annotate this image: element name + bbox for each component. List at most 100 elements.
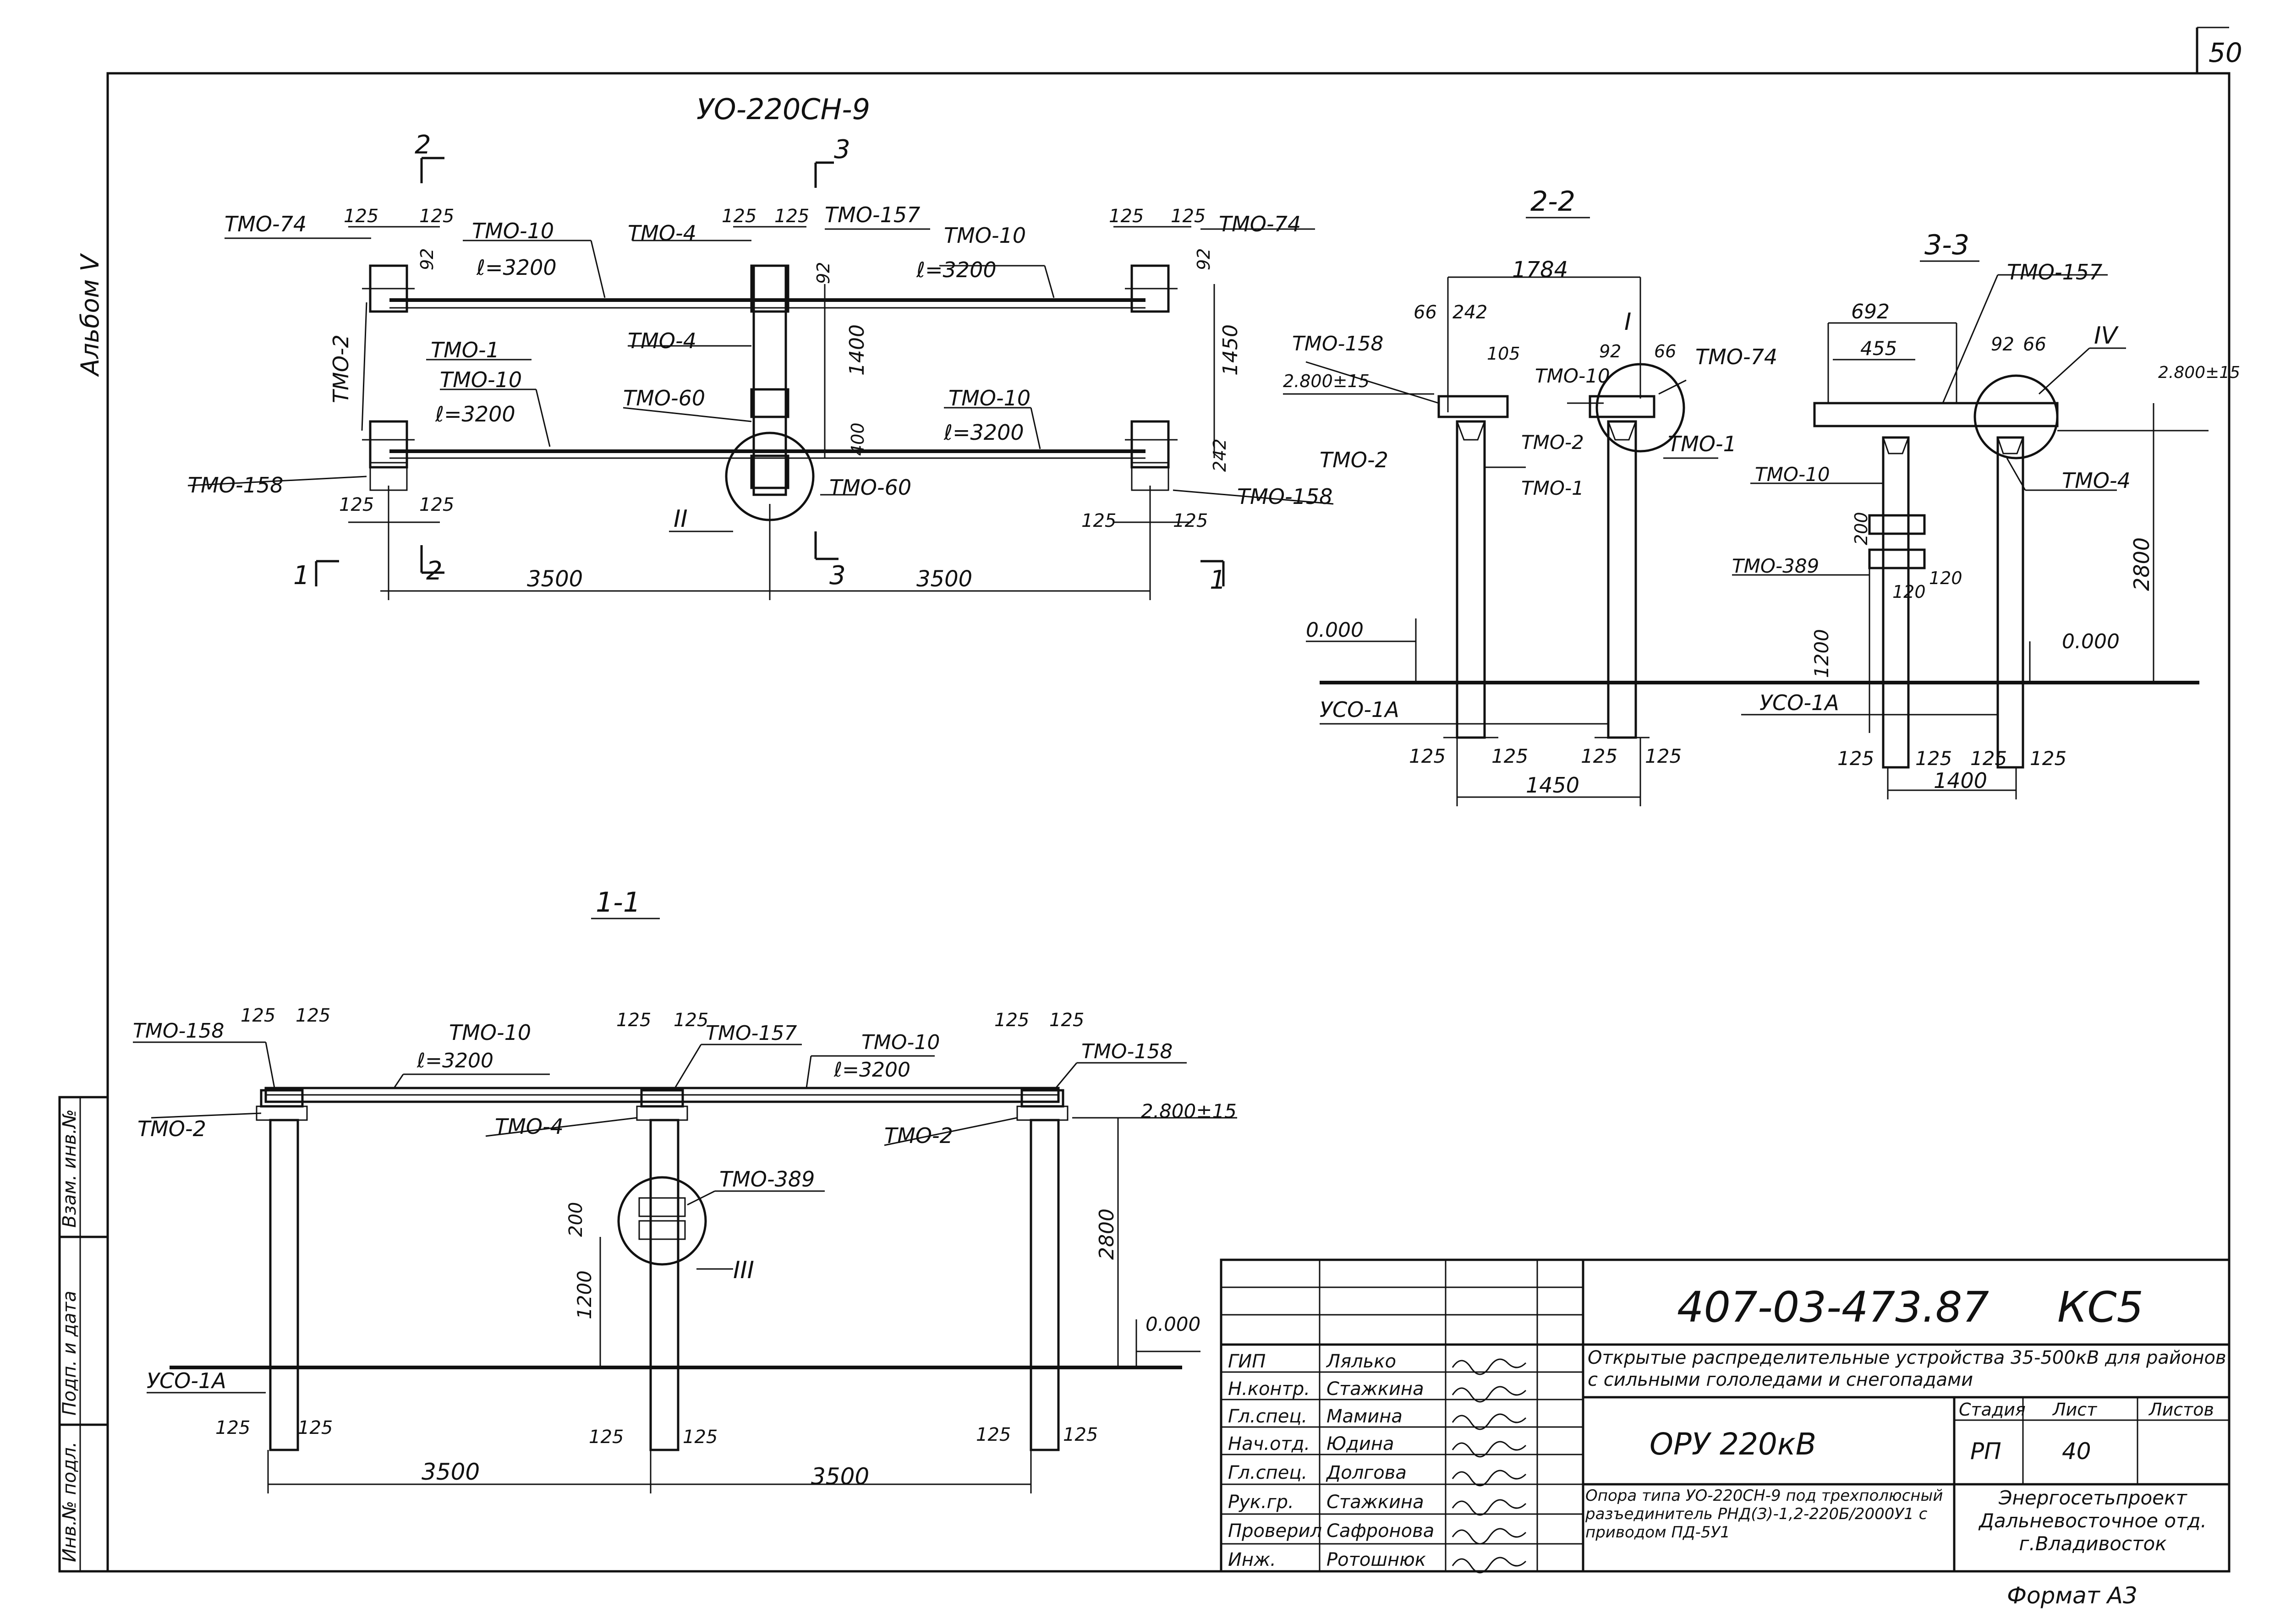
label: ТМО-157 xyxy=(706,1022,797,1045)
dim: 125 xyxy=(1970,747,2007,770)
section-2-2: 2-2 1784 66 242 105 92 66 xyxy=(1283,186,1777,806)
elevation: 2.800±15 xyxy=(1283,371,1370,391)
plan-length: ℓ=3200 xyxy=(435,402,515,427)
person: Стажкина xyxy=(1326,1378,1424,1400)
sheet-header: Лист xyxy=(2052,1400,2098,1420)
dim: 92 xyxy=(1599,341,1621,361)
dim: 200 xyxy=(565,1202,586,1237)
role: Инж. xyxy=(1228,1549,1276,1570)
plan-span: 3500 xyxy=(916,566,972,592)
plan-label: ТМО-10 xyxy=(944,223,1026,248)
dim: 125 xyxy=(976,1424,1011,1445)
dim: 105 xyxy=(1487,344,1520,364)
plan-label: ТМО-1 xyxy=(431,338,499,362)
role: Нач.отд. xyxy=(1228,1433,1310,1454)
dim: 1784 xyxy=(1512,257,1568,283)
plan-dim: 92 xyxy=(813,262,833,284)
label: ТМО-2 xyxy=(137,1116,206,1141)
dim: 120 xyxy=(1892,582,1926,602)
elevation: 0.000 xyxy=(1306,618,1364,642)
plan-dim: 125 xyxy=(1171,206,1206,227)
span: 3500 xyxy=(811,1463,869,1490)
sheet-frame: 50 Альбом V xyxy=(76,27,2242,1573)
node-mark: II xyxy=(674,505,688,533)
plan-dim: 1400 xyxy=(845,324,869,376)
plan-label: ТМО-74 xyxy=(225,212,307,236)
dim: 125 xyxy=(1645,745,1682,767)
side-stamp-sign: Подп. и дата xyxy=(59,1291,80,1416)
elevation: 0.000 xyxy=(1146,1313,1200,1335)
role: Проверил xyxy=(1228,1520,1322,1542)
label: ТМО-10 xyxy=(1755,463,1830,486)
side-stamp-replace: Взам. инв.№ xyxy=(59,1109,80,1228)
signature-scribbles xyxy=(1452,1358,1527,1574)
organization: Энергосетьпроект Дальневосточное отд. г.… xyxy=(1979,1487,2207,1555)
section-title: 1-1 xyxy=(596,886,641,919)
label: ТМО-1 xyxy=(1521,477,1584,499)
dim: 125 xyxy=(589,1427,624,1448)
span: 3500 xyxy=(422,1459,480,1485)
side-stamp-inv: Инв.№ подл. xyxy=(59,1442,80,1562)
dim: 455 xyxy=(1860,337,1897,360)
label: ТМО-2 xyxy=(1320,448,1388,472)
person: Юдина xyxy=(1326,1433,1394,1454)
plan-label: ТМО-2 xyxy=(329,334,353,403)
dim: 125 xyxy=(683,1427,718,1448)
object-name: ОРУ 220кВ xyxy=(1650,1427,1816,1462)
section-title: 2-2 xyxy=(1530,186,1575,218)
sheets-header: Листов xyxy=(2148,1400,2214,1420)
elevation: 2.800±15 xyxy=(1141,1100,1237,1122)
stage: РП xyxy=(1970,1438,2001,1465)
plan-label: ТМО-74 xyxy=(1219,212,1301,236)
plan-title: УО-220СН-9 xyxy=(696,93,870,126)
length: ℓ=3200 xyxy=(833,1058,910,1082)
node-mark: I xyxy=(1624,308,1631,336)
plan-dim: 125 xyxy=(1081,510,1116,531)
dim: 1200 xyxy=(573,1270,596,1319)
plan-label: ТМО-4 xyxy=(628,328,696,353)
plan-dim: 400 xyxy=(848,422,868,456)
dim: 1450 xyxy=(1526,773,1579,798)
person: Долгова xyxy=(1326,1462,1407,1483)
dim: 125 xyxy=(215,1417,250,1438)
dim: 692 xyxy=(1851,300,1890,323)
label: ТМО-389 xyxy=(1732,555,1819,577)
dim: 92 xyxy=(1991,334,2014,355)
section-mark: 2 xyxy=(426,556,443,586)
dim: 2800 xyxy=(1095,1208,1118,1260)
person: Ротошнюк xyxy=(1326,1549,1426,1570)
dim: 125 xyxy=(241,1005,275,1026)
sheet-number: 50 xyxy=(2209,37,2242,68)
length: ℓ=3200 xyxy=(417,1049,493,1072)
plan-view: УО-220СН-9 xyxy=(187,93,1334,600)
dim: 125 xyxy=(2030,747,2066,770)
dim: 66 xyxy=(2023,334,2046,355)
title-block: ГИП Лялько Н.контр. Стажкина Гл.спец. Ма… xyxy=(1220,1258,2231,1609)
drawing-name: Опора типа УО-220СН-9 под трехполюсный р… xyxy=(1585,1487,1943,1542)
plan-dim: 125 xyxy=(419,494,454,515)
album-label: Альбом V xyxy=(76,252,104,377)
label: ТМО-10 xyxy=(449,1020,531,1045)
dim: 1200 xyxy=(1810,629,1833,678)
label: ТМО-158 xyxy=(1292,332,1383,355)
plan-label: ТМО-60 xyxy=(829,475,911,500)
dim: 120 xyxy=(1929,568,1962,588)
plan-nodes xyxy=(361,264,1178,521)
role: Гл.спец. xyxy=(1228,1406,1307,1427)
dim: 66 xyxy=(1414,302,1437,323)
dim: 125 xyxy=(1837,747,1874,770)
section-1-1: 1-1 xyxy=(133,886,1237,1493)
drawing-code: 407-03-473.87 xyxy=(1677,1283,1989,1332)
section-mark: 1 xyxy=(293,561,310,591)
label: УСО-1А xyxy=(1759,690,1839,715)
plan-dim: 125 xyxy=(722,206,756,227)
format-label: Формат А3 xyxy=(2007,1582,2138,1609)
plan-dim: 242 xyxy=(1210,438,1230,472)
sheet: 40 xyxy=(2062,1438,2091,1465)
plan-dim: 125 xyxy=(419,206,454,227)
section-title: 3-3 xyxy=(1924,229,1969,261)
node-mark: III xyxy=(733,1257,754,1284)
dim: 2800 xyxy=(2129,537,2154,591)
label: ТМО-389 xyxy=(719,1167,815,1192)
